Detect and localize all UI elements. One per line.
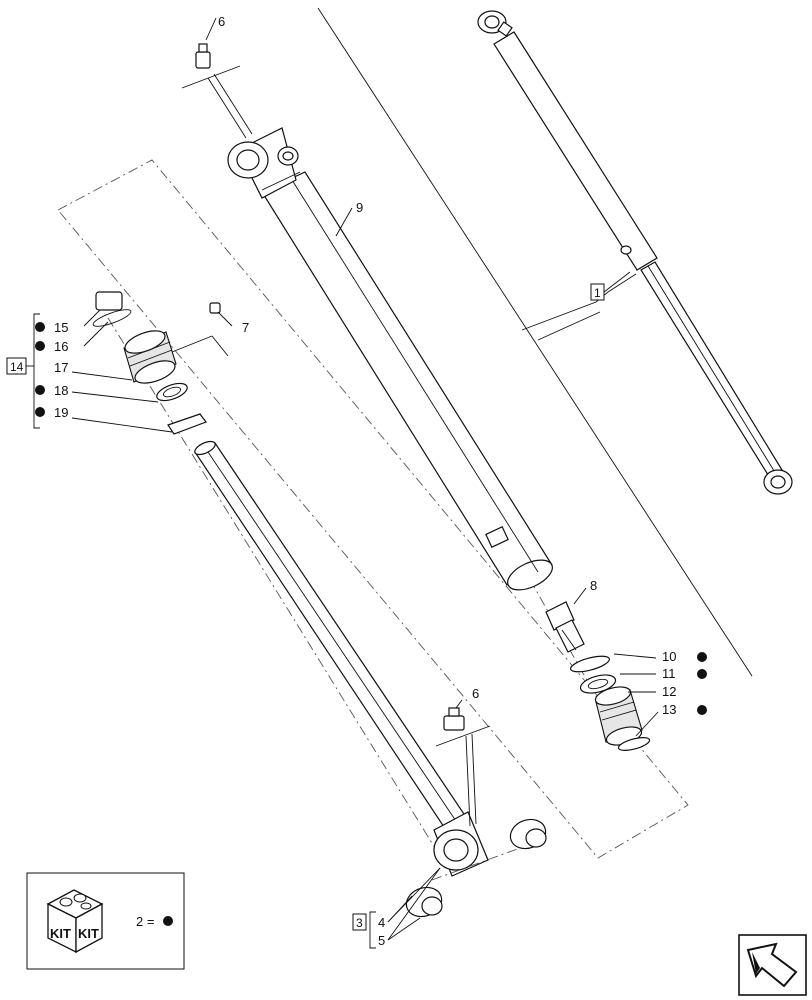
callout-4: 4 (378, 915, 385, 930)
kit-marker-13 (697, 705, 707, 715)
callout-box-3 (352, 913, 367, 931)
assembled-cylinder-view (477, 10, 793, 495)
callout-5: 5 (378, 933, 385, 948)
assembly-outline (57, 159, 689, 859)
callout-6-top: 6 (218, 14, 225, 29)
callout-18: 18 (54, 383, 68, 398)
callout-15: 15 (54, 320, 68, 335)
kit-marker-10 (697, 652, 707, 662)
callout-16: 16 (54, 339, 68, 354)
svg-text:KIT: KIT (50, 926, 71, 941)
separator-line (317, 7, 753, 677)
kit-marker-18 (35, 385, 45, 395)
cylinder-barrel (227, 127, 553, 591)
callout-box-1 (590, 283, 605, 301)
leader-lines (71, 17, 659, 941)
kit-legend-label: 2 = (136, 914, 154, 929)
callout-labels: 1 9 6 6 7 8 10 11 12 13 14 15 16 17 18 1… (6, 14, 707, 949)
callout-1: 1 (594, 286, 601, 300)
filled-circle-icon (163, 916, 173, 926)
callout-17: 17 (54, 360, 68, 375)
kit-marker-16 (35, 341, 45, 351)
callout-9: 9 (356, 200, 363, 215)
callout-7: 7 (242, 320, 249, 335)
piston-rod (194, 440, 489, 877)
grease-fitting-top (181, 43, 253, 139)
callout-10: 10 (662, 649, 676, 664)
piston-head-parts (92, 291, 229, 435)
callout-6-bottom: 6 (472, 686, 479, 701)
gland-parts (545, 601, 651, 751)
kit-legend: KIT KIT 2 = (26, 872, 185, 970)
kit-marker-15 (35, 322, 45, 332)
kit-marker-11 (697, 669, 707, 679)
callout-11: 11 (662, 666, 676, 681)
svg-text:KIT: KIT (78, 926, 99, 941)
kit-box-icon: KIT KIT (46, 889, 104, 954)
callout-8: 8 (590, 578, 597, 593)
callout-19: 19 (54, 405, 68, 420)
callout-3: 3 (356, 916, 363, 930)
kit-marker-19 (35, 407, 45, 417)
bushings (405, 818, 547, 918)
callout-12: 12 (662, 684, 676, 699)
grease-fitting-bottom (435, 707, 491, 827)
callout-14: 14 (10, 360, 24, 374)
callout-13: 13 (662, 702, 676, 717)
arrow-navigation-icon[interactable] (738, 934, 807, 996)
